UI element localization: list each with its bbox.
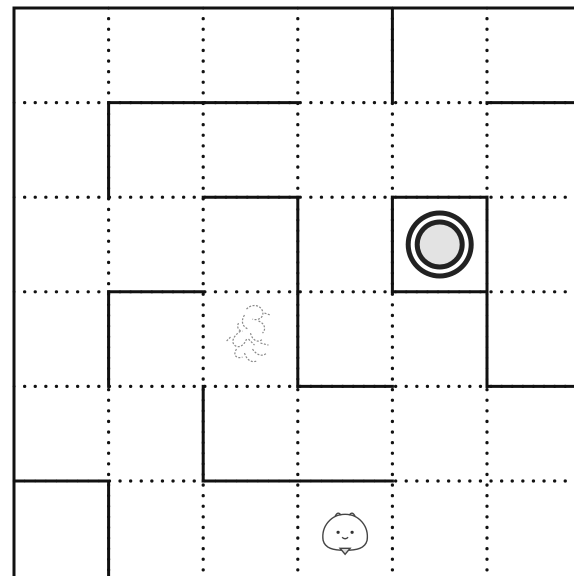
goal-target-icon [406, 211, 474, 279]
scribble-stroke [251, 333, 263, 341]
scribble-creature-icon [227, 305, 271, 361]
scribble-stroke [233, 331, 247, 347]
goal-center [420, 225, 460, 265]
scribble-stroke [259, 321, 265, 333]
blob-creature-icon [323, 513, 368, 554]
blob-body-group [323, 513, 368, 554]
scribble-stroke [238, 323, 243, 331]
blob-base [340, 548, 350, 554]
scribble-stroke [265, 313, 271, 315]
scribble-stroke [253, 349, 267, 355]
blob-eye-left [337, 531, 340, 534]
scribble-strokes [227, 305, 271, 361]
scribble-stroke [245, 353, 257, 362]
grid-dotted-lines [14, 8, 574, 576]
scribble-stroke [227, 337, 231, 341]
scribble-stroke [235, 349, 243, 358]
blob-eye-right [351, 531, 354, 534]
scribble-stroke [249, 339, 255, 345]
scribble-stroke [247, 305, 263, 319]
scribble-stroke [261, 343, 269, 345]
blob-body [323, 514, 368, 550]
scribble-stroke [242, 315, 248, 329]
maze-items [227, 211, 474, 555]
